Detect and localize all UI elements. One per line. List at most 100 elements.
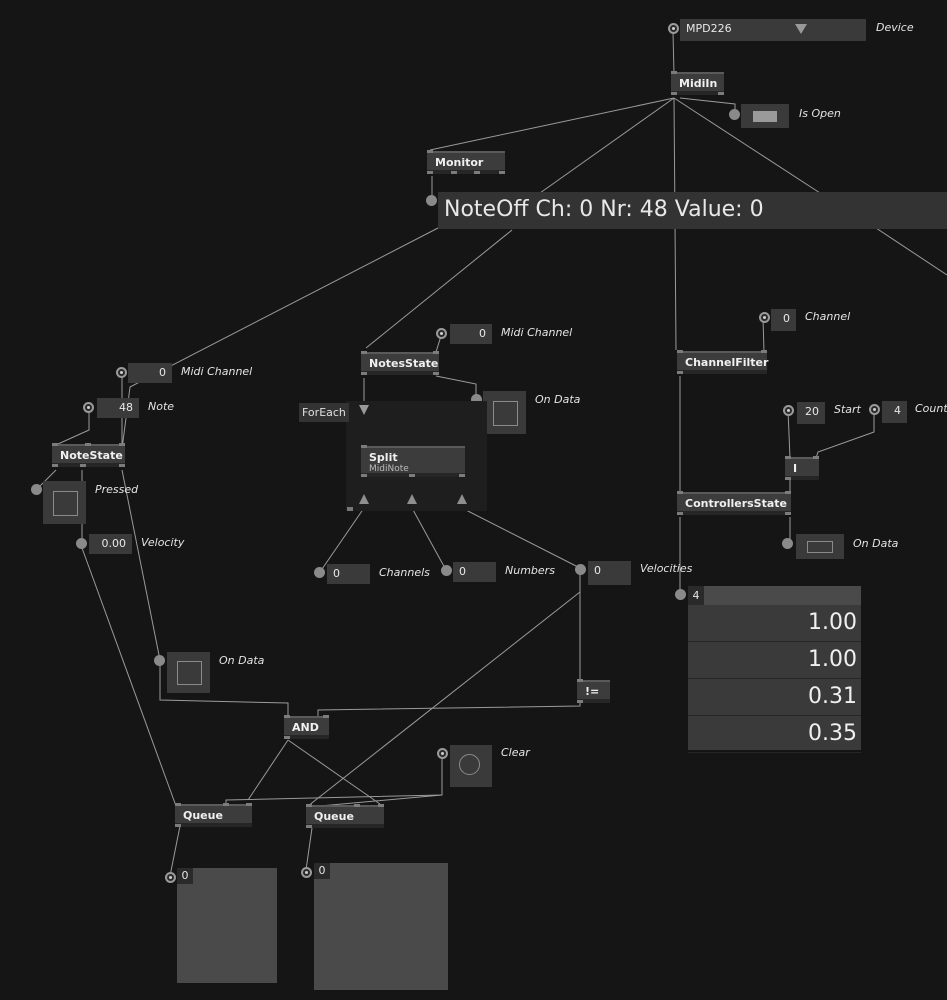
- notestate-title: NoteState: [60, 449, 123, 462]
- notestate-on-data-label: On Data: [219, 654, 265, 667]
- split-subtitle: MidiNote: [369, 464, 409, 474]
- queue-2-count: 0: [314, 863, 330, 879]
- is-open-label: Is Open: [799, 107, 841, 120]
- foreach-output-splicer-icon-1[interactable]: [359, 494, 369, 504]
- split-node[interactable]: Split MidiNote: [361, 445, 465, 477]
- start-pin[interactable]: [783, 405, 794, 416]
- numbers-pin[interactable]: [441, 565, 452, 576]
- foreach-corner-handle[interactable]: [347, 507, 353, 511]
- spread-row-4[interactable]: 0.35: [688, 716, 861, 753]
- velocities-output[interactable]: 0: [588, 561, 631, 585]
- clear-bang[interactable]: [450, 745, 492, 787]
- queue-node-1[interactable]: Queue: [175, 803, 252, 827]
- device-label: Device: [876, 21, 914, 34]
- velocities-label: Velocities: [640, 562, 693, 575]
- numbers-label: Numbers: [505, 564, 555, 577]
- midiin-node[interactable]: MidiIn: [671, 71, 724, 95]
- start-label: Start: [834, 403, 861, 416]
- foreach-output-splicer-icon-3[interactable]: [457, 494, 467, 504]
- controllers-on-data-pin[interactable]: [782, 538, 793, 549]
- channels-output[interactable]: 0: [327, 564, 370, 584]
- pressed-toggle[interactable]: [43, 481, 86, 524]
- velocity-value[interactable]: 0.00: [89, 534, 132, 554]
- channel-input[interactable]: 0: [771, 309, 796, 331]
- channelfilter-title: ChannelFilter: [685, 356, 769, 369]
- queue-2-output-pin[interactable]: [301, 867, 312, 878]
- start-input[interactable]: 20: [797, 402, 825, 424]
- note-pin[interactable]: [83, 402, 94, 413]
- range-title: I: [793, 462, 798, 475]
- device-value: MPD226: [686, 22, 732, 35]
- queue-2-title: Queue: [314, 810, 354, 823]
- notestate-on-data-pin[interactable]: [154, 655, 165, 666]
- controllers-on-data-label: On Data: [853, 537, 899, 550]
- spread-row-1[interactable]: 1.00: [688, 605, 861, 642]
- queue-1-count: 0: [177, 868, 193, 884]
- monitor-display: NoteOff Ch: 0 Nr: 48 Value: 0: [438, 192, 947, 229]
- queue-node-2[interactable]: Queue: [306, 804, 384, 828]
- midiin-title: MidiIn: [679, 77, 718, 90]
- channelfilter-node[interactable]: ChannelFilter: [677, 350, 769, 374]
- monitor-title: Monitor: [435, 156, 484, 169]
- notestate-on-data-bang[interactable]: [167, 652, 210, 693]
- channel-label: Channel: [805, 310, 851, 323]
- count-input[interactable]: 4: [882, 401, 907, 423]
- note-input[interactable]: 48: [97, 398, 139, 418]
- velocities-pin[interactable]: [575, 564, 586, 575]
- spread-row-2[interactable]: 1.00: [688, 642, 861, 679]
- note-label: Note: [148, 400, 175, 413]
- notesstate-title: NotesState: [369, 357, 439, 370]
- and-title: AND: [292, 721, 319, 734]
- notesstate-node[interactable]: NotesState: [361, 351, 439, 375]
- notestate-midi-channel-input[interactable]: 0: [128, 363, 172, 383]
- foreach-label: ForEach: [299, 403, 349, 422]
- not-equal-title: !=: [585, 685, 600, 698]
- queue-1-title: Queue: [183, 809, 223, 822]
- queue-1-output-pin[interactable]: [165, 872, 176, 883]
- monitor-output-pin[interactable]: [426, 195, 437, 206]
- monitor-node[interactable]: Monitor: [427, 150, 505, 174]
- notestate-midi-channel-label: Midi Channel: [181, 365, 253, 378]
- spread-row-3[interactable]: 0.31: [688, 679, 861, 716]
- notestate-midi-channel-pin[interactable]: [116, 367, 127, 378]
- foreach-output-splicer-icon-2[interactable]: [407, 494, 417, 504]
- is-open-toggle[interactable]: [741, 104, 789, 128]
- device-select[interactable]: MPD226: [680, 19, 866, 41]
- channel-pin[interactable]: [759, 312, 770, 323]
- count-label: Count: [915, 402, 947, 415]
- channels-pin[interactable]: [314, 567, 325, 578]
- controllersstate-node[interactable]: ControllersState: [677, 491, 791, 515]
- is-open-pin[interactable]: [729, 109, 740, 120]
- foreach-input-splicer-icon[interactable]: [359, 405, 369, 415]
- velocity-label: Velocity: [141, 536, 185, 549]
- controllersstate-title: ControllersState: [685, 497, 787, 510]
- controllers-output-pin[interactable]: [675, 589, 686, 600]
- notesstate-on-data-bang[interactable]: [483, 391, 526, 434]
- notesstate-midi-channel-label: Midi Channel: [501, 326, 573, 339]
- queue-1-output-spread[interactable]: 0: [177, 868, 277, 983]
- numbers-output[interactable]: 0: [453, 562, 496, 582]
- chevron-down-icon[interactable]: [795, 24, 807, 34]
- controllers-values-spread[interactable]: 4 1.00 1.00 0.31 0.35: [688, 586, 861, 753]
- controllers-on-data-bang[interactable]: [796, 534, 844, 559]
- queue-2-output-spread[interactable]: 0: [314, 863, 448, 990]
- velocity-pin[interactable]: [76, 538, 87, 549]
- range-node[interactable]: I: [785, 456, 819, 480]
- split-title: Split: [369, 451, 398, 464]
- pressed-pin[interactable]: [31, 484, 42, 495]
- spread-count: 4: [688, 586, 704, 605]
- clear-label: Clear: [501, 746, 530, 759]
- not-equal-node[interactable]: !=: [577, 679, 610, 703]
- notesstate-midi-channel-pin[interactable]: [436, 328, 447, 339]
- notesstate-on-data-pin[interactable]: [471, 394, 482, 405]
- count-pin[interactable]: [869, 404, 880, 415]
- notesstate-midi-channel-input[interactable]: 0: [450, 324, 492, 344]
- notestate-node[interactable]: NoteState: [52, 443, 125, 467]
- and-node[interactable]: AND: [284, 715, 329, 739]
- pressed-label: Pressed: [95, 483, 139, 496]
- device-input-pin[interactable]: [668, 23, 679, 34]
- channels-label: Channels: [379, 566, 430, 579]
- notesstate-on-data-label: On Data: [535, 393, 581, 406]
- spread-header: 4: [688, 586, 861, 605]
- clear-pin[interactable]: [437, 748, 448, 759]
